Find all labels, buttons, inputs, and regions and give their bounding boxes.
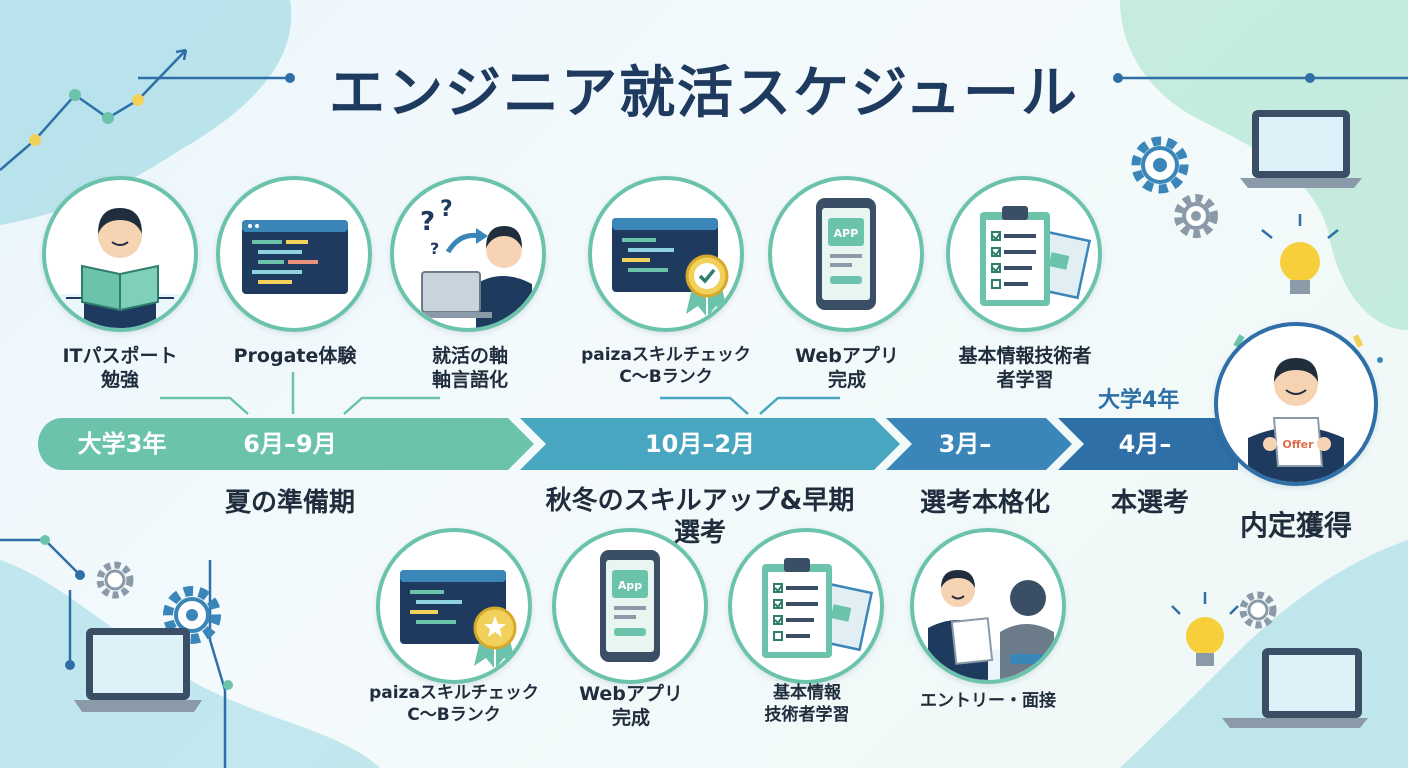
milestone-fe-exam-bottom — [728, 528, 884, 684]
clipboard-checklist-icon — [762, 558, 874, 658]
timeline-segment-summer — [38, 418, 534, 470]
milestone-fe-exam-top — [946, 176, 1102, 332]
milestone-webapp-bottom: App — [552, 528, 708, 684]
timeline-period-march: 3月– — [938, 430, 992, 458]
milestone-it-passport — [42, 176, 198, 332]
milestone-paiza-bottom — [376, 528, 532, 684]
year4-label: 大学4年 — [1098, 388, 1180, 413]
svg-text:?: ? — [420, 207, 435, 237]
milestone-label: 基本情報技術者者学習 — [958, 345, 1092, 391]
gear-icon — [163, 586, 221, 644]
gear-icon — [96, 561, 134, 599]
lightbulb-icon — [1261, 214, 1339, 294]
milestone-webapp-top: APP — [768, 176, 924, 332]
connector-lines — [160, 372, 440, 415]
timeline-band — [38, 418, 1238, 470]
blob-bottom-left — [0, 560, 380, 768]
milestone-label: エントリー・面接 — [920, 691, 1056, 711]
laptop-icon — [1240, 110, 1362, 188]
milestone-paiza-top — [588, 176, 744, 332]
timeline-period-april: 4月– — [1118, 430, 1172, 458]
blob-top-right — [1120, 0, 1408, 330]
growth-chart-icon — [0, 48, 290, 171]
timeline-period-summer: 6月–9月 — [243, 430, 337, 458]
smartphone-app-icon: App — [600, 550, 660, 662]
timeline-segment-march — [886, 418, 1072, 470]
offer-person-icon: Offer — [1248, 358, 1344, 482]
phase-summer: 夏の準備期 — [224, 488, 355, 518]
phase-autumn-line1: 秋冬のスキルアップ&早期 — [545, 486, 855, 516]
phase-march: 選考本格化 — [919, 488, 1050, 518]
milestone-job-axis: ? ? ? — [390, 176, 546, 332]
connector-lines — [660, 396, 840, 415]
phase-april: 本選考 — [1110, 488, 1189, 518]
milestone-label: Progate体験 — [233, 345, 357, 367]
code-window-icon — [242, 220, 348, 294]
page-title: エンジニア就活スケジュール — [328, 61, 1080, 126]
timeline-start-label: 大学3年 — [77, 430, 167, 458]
milestone-label: 就活の軸軸言語化 — [431, 345, 508, 391]
code-badge-icon — [612, 218, 729, 316]
milestone-label: ITパスポート勉強 — [62, 345, 178, 391]
thinking-at-laptop-icon: ? ? ? — [412, 197, 532, 328]
laptop-icon — [74, 628, 202, 712]
code-badge-icon — [400, 570, 517, 668]
timeline-period-autumn: 10月–2月 — [644, 430, 756, 458]
phase-autumn-line2: 選考 — [673, 518, 726, 548]
app-icon-text: APP — [834, 227, 859, 240]
goal-offer-circle: Offer — [1214, 322, 1378, 486]
clipboard-checklist-icon — [980, 206, 1092, 306]
svg-text:?: ? — [440, 197, 453, 222]
milestone-label: Webアプリ完成 — [579, 683, 683, 729]
gear-icon — [1174, 194, 1218, 238]
goal-label: 内定獲得 — [1240, 509, 1353, 542]
student-reading-icon — [46, 208, 194, 328]
milestone-progate — [216, 176, 372, 332]
gear-icon — [1131, 136, 1189, 194]
timeline-segment-april — [1058, 418, 1238, 470]
svg-text:?: ? — [430, 239, 439, 258]
laptop-icon — [1222, 648, 1368, 728]
milestone-label: Webアプリ完成 — [795, 345, 899, 391]
milestone-label: 基本情報技術者学習 — [764, 683, 850, 725]
offer-paper-text: Offer — [1282, 438, 1314, 451]
timeline-segment-autumn — [520, 418, 900, 470]
app-icon-text: App — [618, 579, 642, 592]
smartphone-app-icon: APP — [816, 198, 876, 310]
milestone-entry-interview — [910, 528, 1066, 684]
lightbulb-icon — [1171, 592, 1239, 666]
gear-icon — [1239, 591, 1277, 629]
interview-icon — [914, 570, 1062, 680]
blob-top-left — [0, 0, 292, 225]
